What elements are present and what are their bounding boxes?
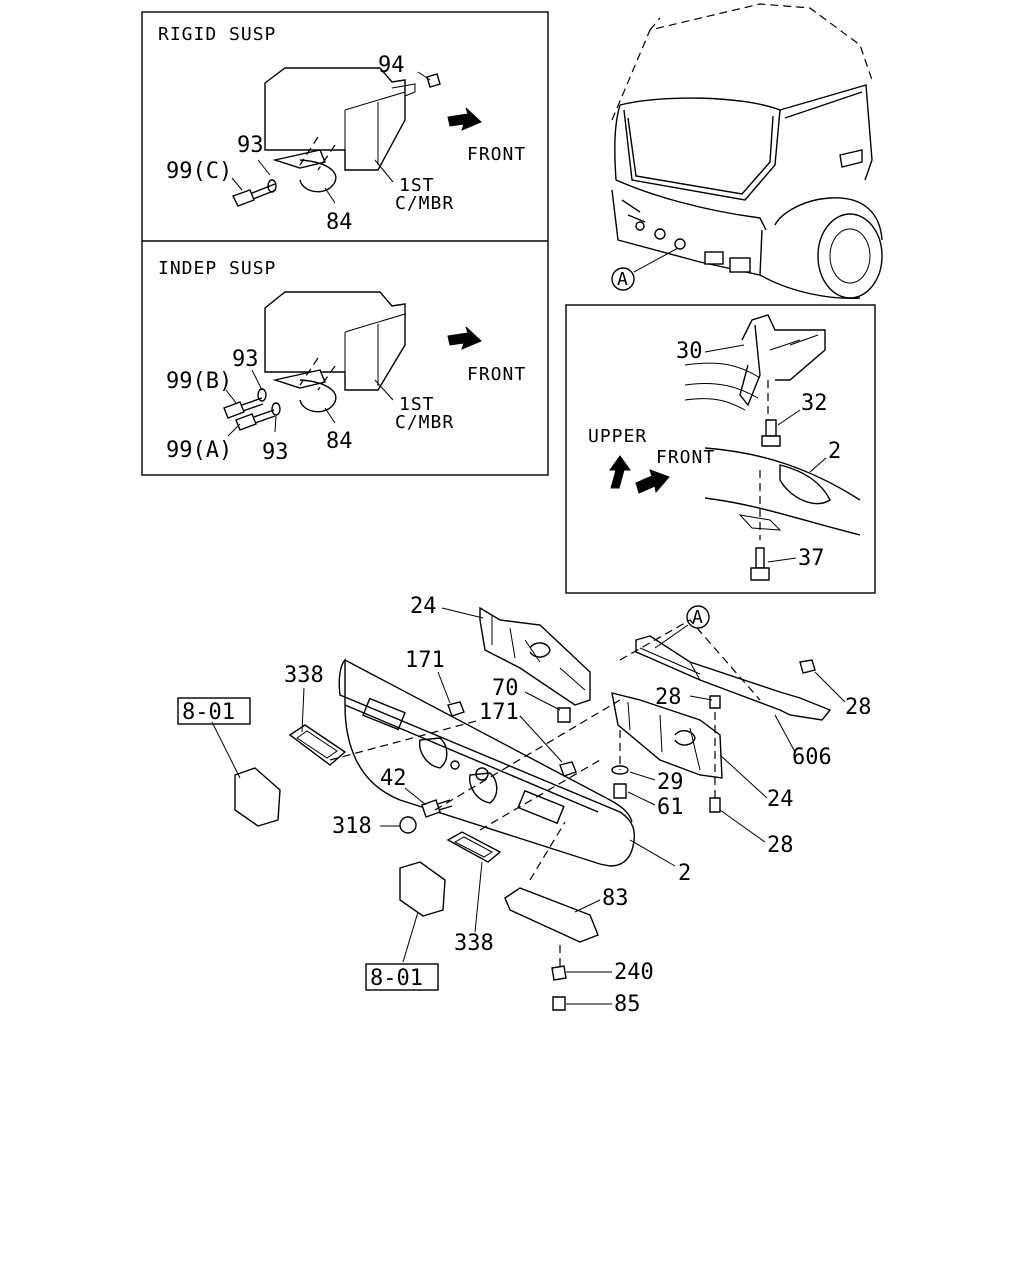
indep-susp-panel: INDEP SUSP 93 99(B) 99(A) 93 84 FRONT 1S…: [158, 258, 526, 465]
callout-171-lower: 171: [479, 700, 519, 725]
callout-338-upper: 338: [284, 663, 324, 688]
ref-box-8-01-lower: [365, 963, 439, 991]
front-label-rigid: FRONT: [467, 144, 526, 165]
callout-94-rigid: 94: [378, 53, 405, 78]
callout-84-rigid: 84: [326, 210, 353, 235]
main-exploded-assembly: A 8-01 8-01 24 171 338 70 171 28 28 606 …: [177, 594, 872, 1017]
callout-24-upper: 24: [410, 594, 437, 619]
callout-318: 318: [332, 814, 372, 839]
ref-8-01-upper: 8-01: [182, 700, 235, 725]
callout-70: 70: [492, 676, 519, 701]
callout-171-upper: 171: [405, 648, 445, 673]
callout-37-detail: 37: [798, 546, 825, 571]
callout-32-detail: 32: [801, 391, 828, 416]
callout-93-rigid: 93: [237, 133, 264, 158]
front-label-indep: FRONT: [467, 364, 526, 385]
callout-24-lower: 24: [767, 787, 794, 812]
callout-93-indep-top: 93: [232, 347, 259, 372]
truck-cab-view: A: [611, 3, 883, 299]
callout-99a-indep: 99(A): [166, 438, 232, 463]
ref-box-8-01-upper: [177, 697, 251, 725]
callout-606: 606: [792, 745, 832, 770]
callout-30-detail: 30: [676, 339, 703, 364]
indep-susp-title: INDEP SUSP: [158, 258, 276, 279]
callout-28-lower: 28: [767, 833, 794, 858]
callout-42: 42: [380, 766, 407, 791]
callout-29: 29: [657, 770, 684, 795]
callout-61: 61: [657, 795, 684, 820]
callout-99b-indep: 99(B): [166, 369, 232, 394]
marker-a-assembly: A: [692, 607, 704, 628]
crossmember-label-rigid-line2: C/MBR: [395, 193, 454, 214]
callout-338-lower: 338: [454, 931, 494, 956]
rigid-susp-title: RIGID SUSP: [158, 24, 276, 45]
callout-28-upper-left: 28: [655, 685, 682, 710]
ref-8-01-lower: 8-01: [370, 966, 423, 991]
rigid-susp-panel: RIGID SUSP 94 93 99(C) 84 FRONT 1ST C/MB…: [158, 24, 526, 235]
detail-inset-panel: 30 32 2 37 UPPER FRONT: [565, 304, 876, 594]
callout-240: 240: [614, 960, 654, 985]
crossmember-label-indep-line2: C/MBR: [395, 412, 454, 433]
callout-84-indep: 84: [326, 429, 353, 454]
crossmember-label-rigid-line1: 1ST: [399, 175, 435, 196]
callout-85: 85: [614, 992, 641, 1017]
callout-99c-rigid: 99(C): [166, 159, 232, 184]
marker-a-truck: A: [617, 269, 629, 290]
suspension-inset-frame: [141, 11, 549, 476]
front-direction-label: FRONT: [656, 447, 715, 468]
callout-2-bumper: 2: [678, 861, 691, 886]
crossmember-label-indep-line1: 1ST: [399, 394, 435, 415]
callout-28-upper-right: 28: [845, 695, 872, 720]
callout-83: 83: [602, 886, 629, 911]
upper-direction-label: UPPER: [588, 426, 647, 447]
callout-93-indep-bottom: 93: [262, 440, 289, 465]
callout-2-detail: 2: [828, 439, 841, 464]
